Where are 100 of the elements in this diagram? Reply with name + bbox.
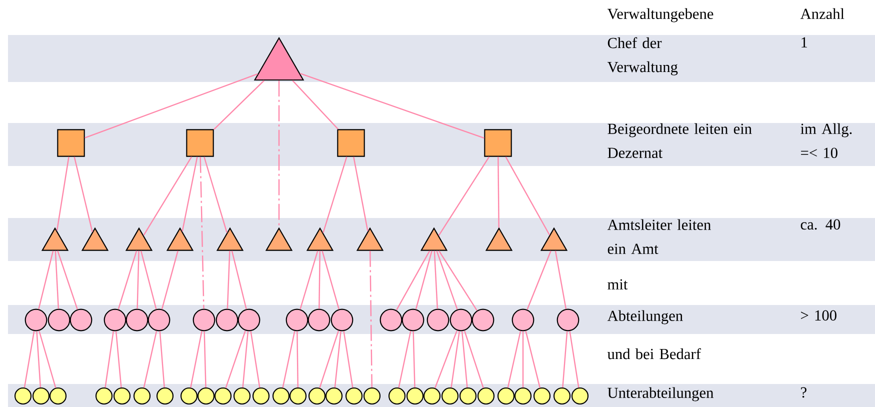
circle-symbol [180,387,198,405]
level-name: Chef der Verwaltung [607,37,678,76]
circle-symbol [514,387,532,405]
circle-symbol [113,387,131,405]
circle-symbol [402,308,424,332]
circle-symbol [48,308,70,332]
circle-symbol [70,308,92,332]
circle-symbol [345,387,363,405]
connector-line [226,250,230,309]
connector-line [38,330,56,388]
circle-symbol [14,387,32,405]
connector-line [242,331,249,388]
square-symbol [337,129,365,157]
connector-line [300,250,318,310]
column-header: Verwaltungebene [607,8,714,22]
connector-line [136,250,140,309]
level-name: mit [608,279,628,290]
circle-symbol [380,308,402,332]
connector-line [57,250,78,310]
square-symbol [484,129,512,157]
circle-symbol [214,387,232,405]
connector-line [300,72,484,139]
circle-symbol [423,387,441,405]
connector-line [292,80,338,130]
connector-line [464,330,484,388]
connector-line [296,331,298,388]
connector-line [118,250,138,310]
connector-line [434,330,458,388]
connector-line [282,330,296,388]
level-name: Unterabteilungen [608,387,714,402]
connector-line [498,156,500,228]
circle-symbol [197,387,215,405]
circle-symbol [233,387,251,405]
circle-symbol [441,387,459,405]
connector-line [200,156,204,309]
connector-line [104,330,114,388]
connector-line [569,330,580,388]
circle-symbol [426,308,450,332]
count-value: > 100 [801,310,836,321]
connector-line [398,330,412,388]
connector-line [450,330,460,388]
connector-line [161,250,178,310]
connector-line [438,156,490,236]
connector-line [436,250,458,310]
circle-symbol [497,387,515,405]
connector-line [343,330,354,388]
connector-line [554,250,567,310]
connector-line [38,250,54,310]
circle-symbol [459,387,477,405]
connector-line [143,156,192,236]
circle-symbol [238,308,260,332]
circle-symbol [32,387,50,405]
connector-line [159,331,165,388]
level-name: Beigeordnete leiten ein Dezernat [608,123,752,158]
circle-symbol [148,308,170,332]
connector-line [36,331,42,388]
circle-symbol [388,387,406,405]
connector-line [278,80,280,228]
connector-line [84,73,258,138]
square-symbol [57,129,85,157]
circle-symbol [308,308,330,332]
circle-symbol [406,387,424,405]
circle-symbol [472,308,494,332]
connector-line [353,156,368,232]
circle-symbol [286,308,308,332]
circle-symbol [450,308,472,332]
connector-line [318,250,320,309]
connector-line [140,250,157,310]
circle-symbol [512,308,534,332]
connector-line [412,331,416,388]
circle-symbol [553,387,571,405]
count-value: ca. 40 [800,219,840,230]
connector-line [525,330,541,388]
circle-symbol [156,387,174,405]
connector-line [415,250,432,310]
connector-line [562,331,568,388]
connector-line [56,156,70,231]
square-symbol [186,129,214,157]
connector-line [322,156,348,233]
count-value: ? [801,387,806,398]
connector-line [54,250,60,309]
connector-line [213,80,265,130]
circle-symbol [126,308,148,332]
circle-symbol [252,387,270,405]
circle-symbol [533,387,551,405]
connector-line [322,250,340,310]
circle-symbol [556,308,580,332]
circle-symbol [477,387,495,405]
count-value: 1 [802,37,807,48]
column-header: Anzahl [800,8,844,20]
connector-line [334,331,342,388]
circle-symbol [289,387,307,405]
count-value: im Allg. =< 10 [800,123,852,158]
connector-line [231,250,247,310]
connector-line [319,330,340,388]
circle-symbol [363,387,381,405]
circle-symbol [104,308,126,332]
connector-line [461,331,468,388]
connector-line [204,331,206,388]
circle-symbol [308,387,326,405]
